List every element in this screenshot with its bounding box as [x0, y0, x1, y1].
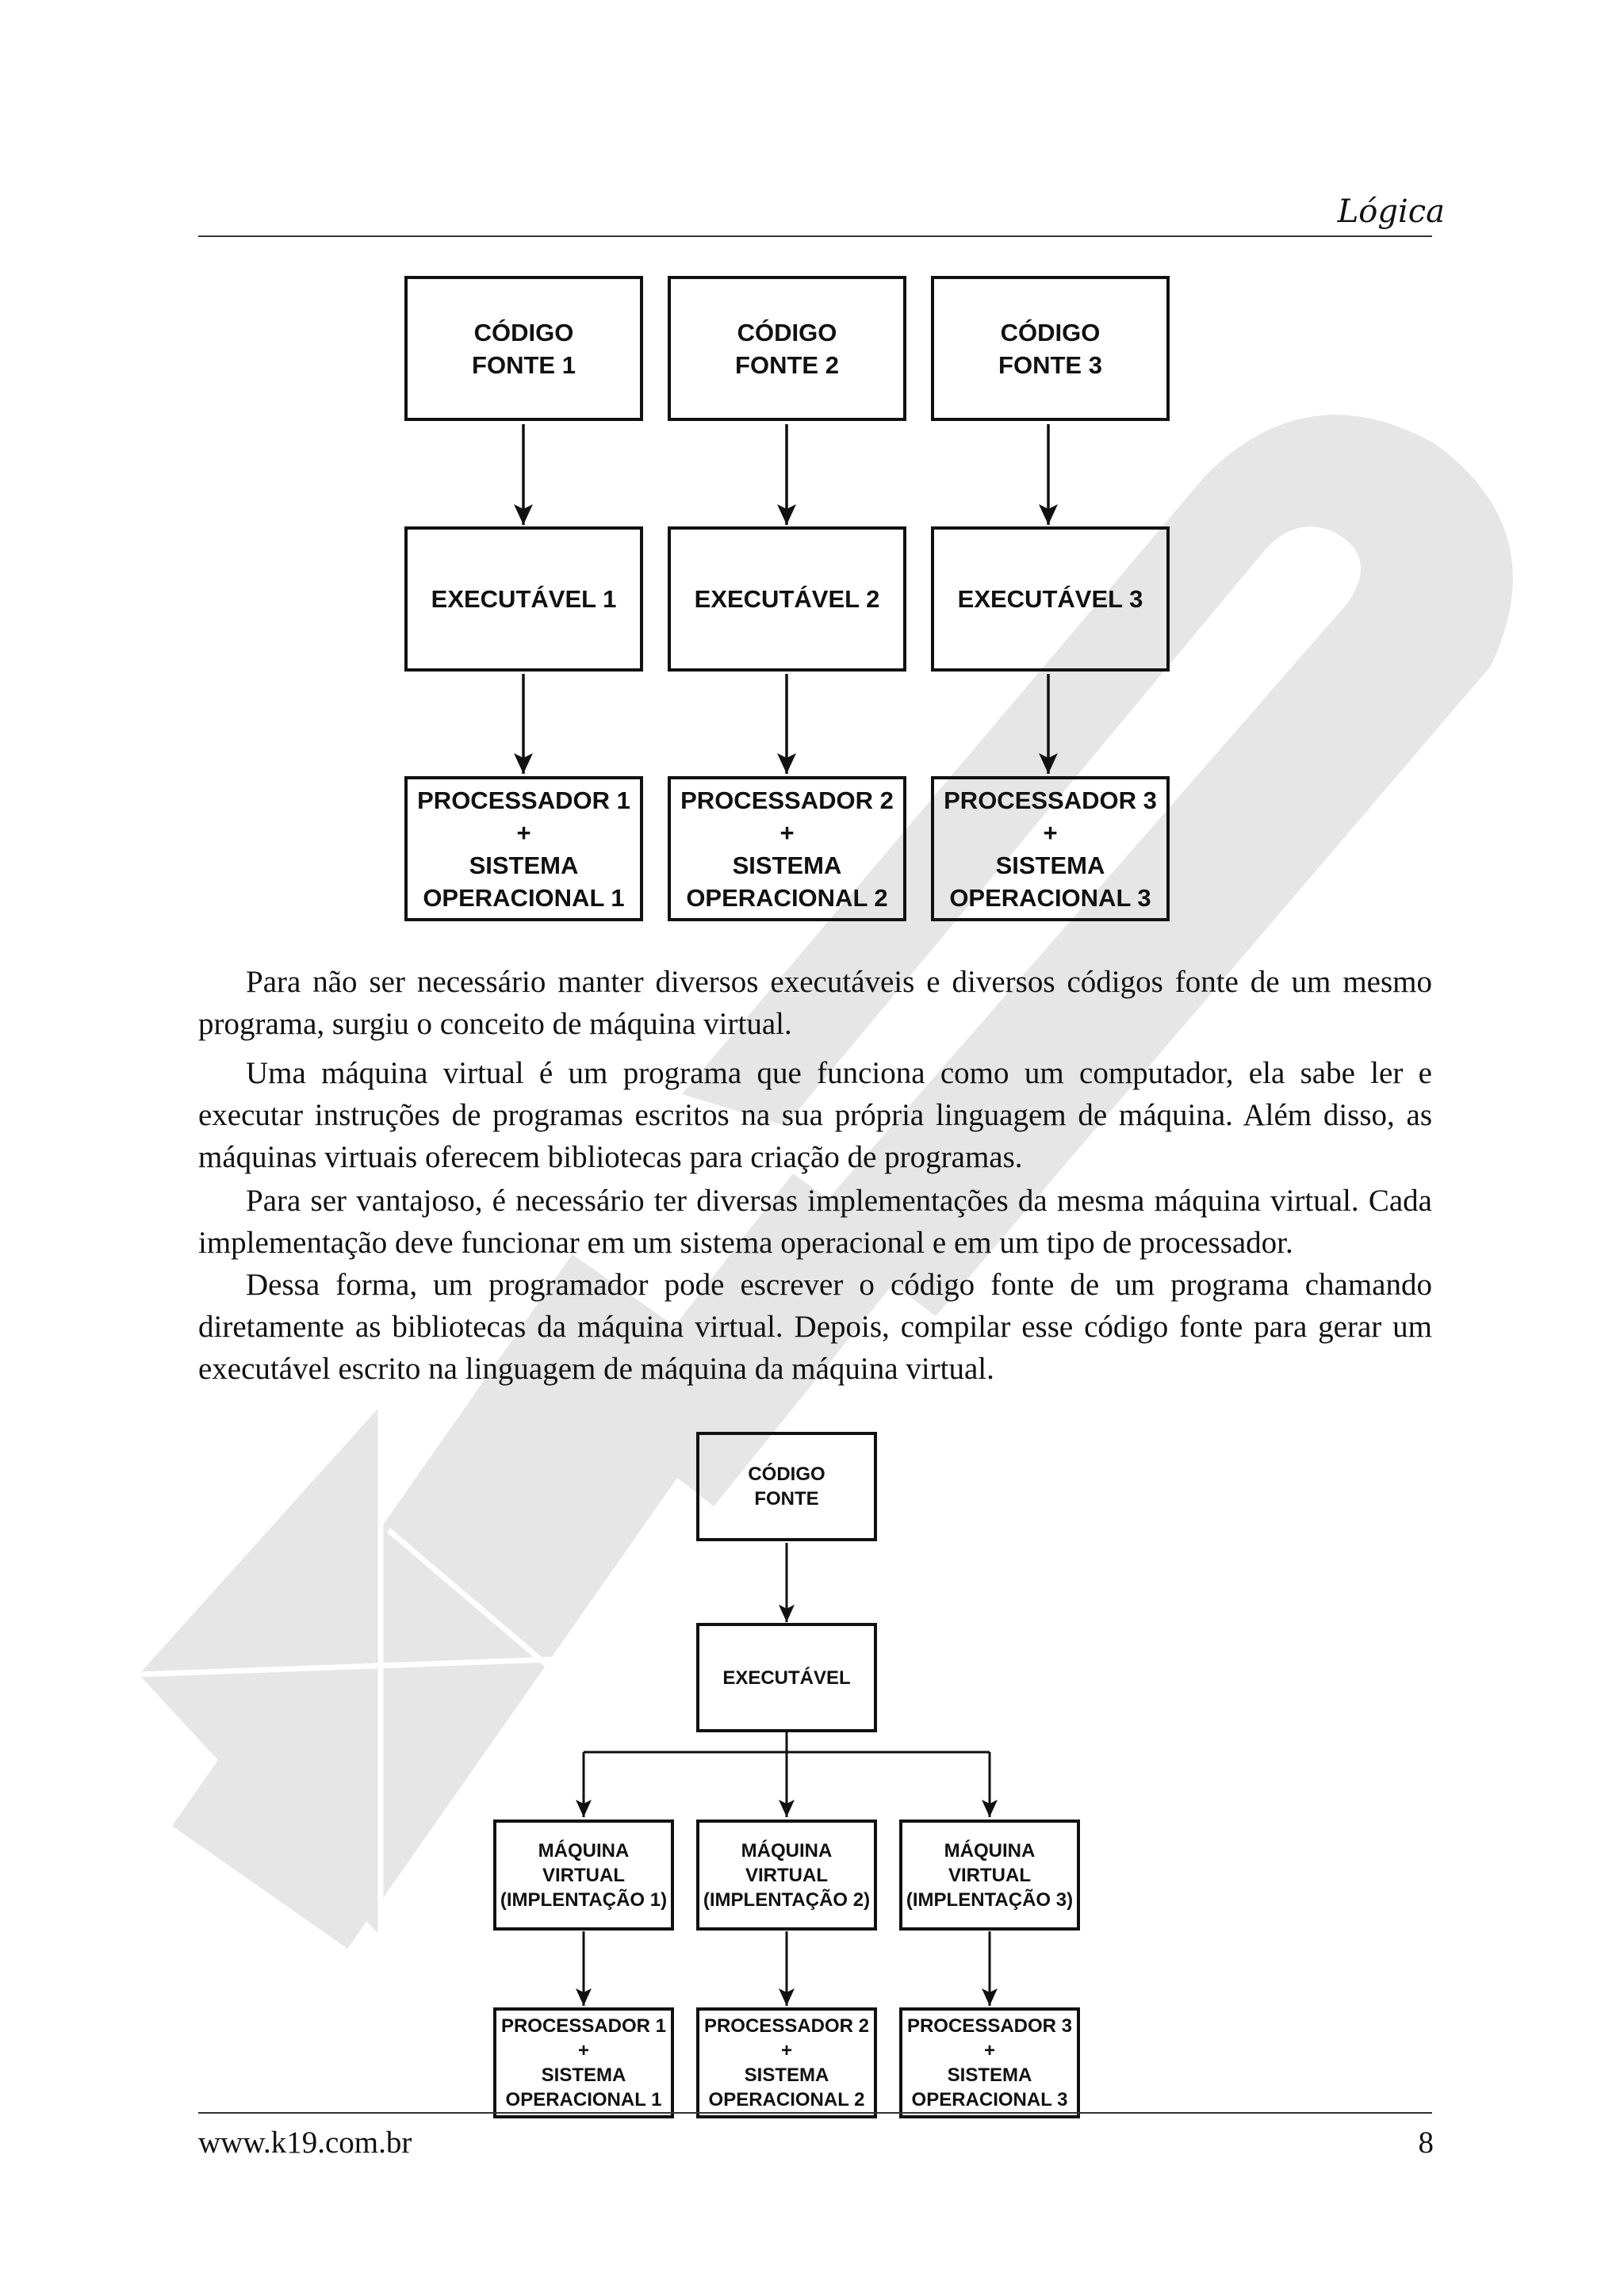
box-label: SISTEMA [995, 851, 1105, 879]
platform-box-3: PROCESSADOR 3 + SISTEMA OPERACIONAL 3 [931, 776, 1170, 921]
footer-rule [198, 2112, 1432, 2114]
box-label: FONTE 1 [472, 350, 576, 379]
executable-box-3: EXECUTÁVEL 3 [931, 526, 1170, 672]
box-label: PROCESSADOR 1 [417, 786, 630, 814]
box-label: PROCESSADOR 2 [703, 2015, 870, 2037]
box-label: OPERACIONAL 2 [686, 883, 888, 912]
box-label: EXECUTÁVEL [722, 1667, 851, 1689]
box-label: + [516, 818, 531, 847]
vm-source-code-box: CÓDIGO FONTE [696, 1432, 877, 1541]
box-label: SISTEMA [541, 2064, 626, 2086]
header-rule [198, 235, 1432, 237]
source-code-box-3: CÓDIGO FONTE 3 [931, 276, 1170, 421]
vm-executable-box: EXECUTÁVEL [696, 1623, 877, 1732]
box-label: PROCESSADOR 3 [906, 2015, 1073, 2037]
page-number: 8 [1418, 2126, 1434, 2160]
box-label: MÁQUINA [538, 1839, 630, 1862]
source-code-box-2: CÓDIGO FONTE 2 [668, 276, 906, 421]
virtual-machine-box-2: MÁQUINA VIRTUAL (IMPLENTAÇÃO 2) [696, 1820, 877, 1931]
vm-platform-box-3: PROCESSADOR 3 + SISTEMA OPERACIONAL 3 [899, 2007, 1080, 2118]
paragraph-4: Dessa forma, um programador pode escreve… [198, 1268, 1432, 1386]
paragraph-1: Para não ser necessário manter diversos … [198, 965, 1432, 1041]
chapter-title: Lógica [1337, 193, 1445, 230]
box-label: PROCESSADOR 1 [500, 2015, 667, 2037]
platform-box-2: PROCESSADOR 2 + SISTEMA OPERACIONAL 2 [668, 776, 906, 921]
box-label: CÓDIGO [748, 1464, 825, 1485]
box-label: SISTEMA [947, 2064, 1032, 2086]
box-label: FONTE 3 [998, 350, 1102, 379]
executable-box-2: EXECUTÁVEL 2 [668, 526, 906, 672]
executable-box-1: EXECUTÁVEL 1 [404, 526, 643, 672]
box-label: SISTEMA [732, 851, 842, 879]
paragraph-3: Para ser vantajoso, é necessário ter div… [198, 1184, 1432, 1260]
box-label: + [983, 2040, 995, 2061]
box-label: CÓDIGO [1000, 318, 1101, 346]
box-label: VIRTUAL [745, 1864, 828, 1886]
box-label: VIRTUAL [948, 1864, 1031, 1886]
box-label: PROCESSADOR 2 [680, 786, 894, 814]
footer-url: www.k19.com.br [198, 2126, 412, 2160]
box-label: OPERACIONAL 3 [949, 883, 1151, 912]
box-label: PROCESSADOR 3 [944, 786, 1157, 814]
box-label: CÓDIGO [473, 318, 574, 346]
box-label: (IMPLENTAÇÃO 2) [703, 1888, 871, 1911]
box-label: OPERACIONAL 3 [911, 2089, 1068, 2110]
box-label: OPERACIONAL 1 [423, 883, 625, 912]
box-label: + [780, 2040, 792, 2061]
box-label: SISTEMA [469, 851, 579, 879]
source-code-box-1: CÓDIGO FONTE 1 [404, 276, 643, 421]
box-label: OPERACIONAL 1 [505, 2089, 662, 2110]
box-label: MÁQUINA [741, 1839, 833, 1862]
box-label: EXECUTÁVEL 2 [694, 585, 880, 613]
box-label: + [577, 2040, 589, 2061]
box-label: SISTEMA [744, 2064, 829, 2086]
paragraph-2: Uma máquina virtual é um programa que fu… [198, 1056, 1432, 1174]
virtual-machine-box-1: MÁQUINA VIRTUAL (IMPLENTAÇÃO 1) [493, 1820, 674, 1931]
box-label: + [779, 818, 795, 847]
box-label: + [1043, 818, 1058, 847]
box-label: (IMPLENTAÇÃO 3) [906, 1888, 1074, 1911]
virtual-machine-box-3: MÁQUINA VIRTUAL (IMPLENTAÇÃO 3) [899, 1820, 1080, 1931]
vm-platform-box-1: PROCESSADOR 1 + SISTEMA OPERACIONAL 1 [493, 2007, 674, 2118]
box-label: EXECUTÁVEL 3 [957, 585, 1143, 613]
box-label: EXECUTÁVEL 1 [431, 585, 617, 613]
box-label: CÓDIGO [737, 318, 837, 346]
box-label: OPERACIONAL 2 [708, 2089, 865, 2110]
box-label: MÁQUINA [944, 1839, 1036, 1862]
vm-platform-box-2: PROCESSADOR 2 + SISTEMA OPERACIONAL 2 [696, 2007, 877, 2118]
box-label: FONTE [754, 1488, 819, 1510]
platform-box-1: PROCESSADOR 1 + SISTEMA OPERACIONAL 1 [404, 776, 643, 921]
box-label: VIRTUAL [542, 1864, 625, 1886]
box-label: FONTE 2 [735, 350, 839, 379]
box-label: (IMPLENTAÇÃO 1) [500, 1888, 668, 1911]
